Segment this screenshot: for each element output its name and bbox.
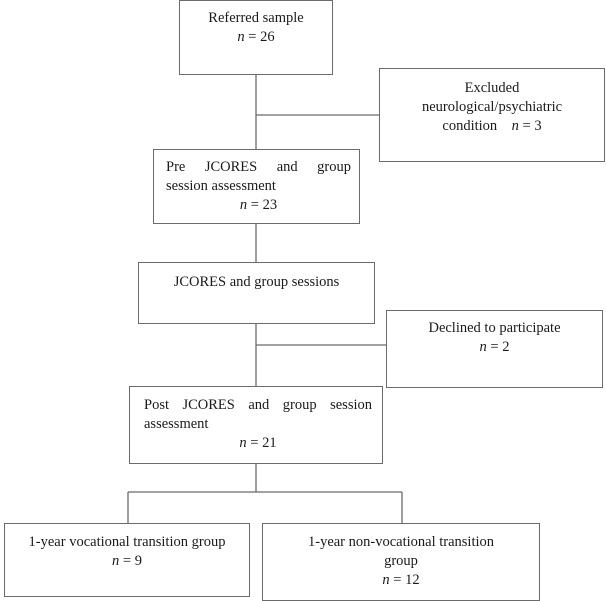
pre-assessment-label-line2: session assessment [166, 178, 276, 194]
non-vocational-group-count: n = 12 [382, 572, 420, 588]
excluded-label-line2: neurological/psychiatric [421, 99, 563, 115]
referred-sample-label: Referred sample [208, 10, 304, 26]
referred-sample-count: n = 26 [237, 29, 275, 45]
excluded-label-line3: condition n = 3 [442, 118, 542, 134]
non-vocational-group-label-line2: group [384, 553, 418, 569]
non-vocational-group-box: 1-year non-vocational transition group n… [262, 523, 540, 601]
post-assessment-box: Post JCORES and group session assessment… [129, 386, 383, 464]
excluded-label-line1: Excluded [464, 80, 520, 96]
vocational-group-count: n = 9 [112, 553, 142, 569]
post-assessment-label-line2: assessment [144, 416, 209, 432]
declined-label: Declined to participate [428, 320, 561, 336]
referred-sample-box: Referred sample n = 26 [179, 0, 333, 75]
pre-assessment-count: n = 23 [239, 197, 278, 213]
pre-assessment-box: Pre JCORES and group session assessment … [153, 149, 360, 224]
post-assessment-label-line1: Post JCORES and group session [144, 397, 372, 413]
vocational-group-label: 1-year vocational transition group [28, 534, 226, 550]
post-assessment-count: n = 21 [239, 435, 277, 451]
excluded-box: Excluded neurological/psychiatric condit… [379, 68, 605, 162]
pre-assessment-label-line1: Pre JCORES and group [166, 159, 351, 175]
non-vocational-group-label-line1: 1-year non-vocational transition [307, 534, 495, 550]
jcores-sessions-box: JCORES and group sessions [138, 262, 375, 324]
declined-box: Declined to participate n = 2 [386, 310, 603, 388]
vocational-group-box: 1-year vocational transition group n = 9 [4, 523, 250, 597]
declined-count: n = 2 [479, 339, 510, 355]
jcores-sessions-label: JCORES and group sessions [173, 274, 340, 290]
